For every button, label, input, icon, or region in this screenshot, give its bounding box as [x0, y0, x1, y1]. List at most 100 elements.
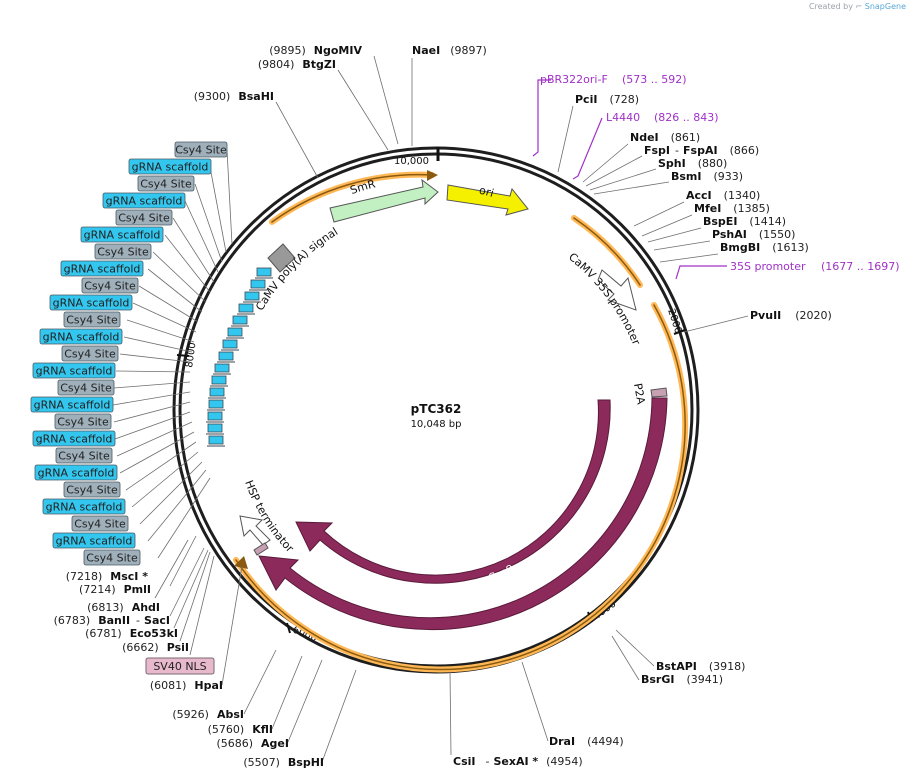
- tick-2000: [673, 329, 686, 335]
- grna-scaffold-box-19[interactable]: [34, 464, 118, 481]
- repeat-block-7: [218, 351, 234, 361]
- site-pvuii-name: PvuII: [750, 309, 781, 322]
- site-btgzi-name: BtgZI: [302, 58, 336, 71]
- site-drai-pos: (4494): [587, 735, 624, 748]
- csy4-site-box-10[interactable]: [63, 311, 121, 328]
- grna-scaffold-label-13: gRNA scaffold: [36, 365, 113, 378]
- connector-line-1: [373, 55, 399, 145]
- connector-line-2: [337, 69, 389, 151]
- site-fspi-name: FspI: [644, 144, 670, 157]
- csy4-site-label-6: Csy4 Site: [97, 246, 149, 259]
- grna-scaffold-box-13[interactable]: [32, 362, 116, 379]
- site-fspai-name: FspAI: [683, 144, 718, 157]
- orange-highlights: [233, 170, 689, 673]
- repeat-block-5: [227, 327, 243, 337]
- primers: pBR322ori-F (573 .. 592) L4440 (826 .. 8…: [532, 73, 900, 280]
- hsp-small-box: [253, 542, 269, 556]
- hsp-label: HSP terminator: [242, 478, 296, 555]
- site-btgzi: (9804)BtgZI: [258, 58, 336, 71]
- site-naei-pos: (9897): [450, 44, 487, 57]
- csy4-site-box-22[interactable]: [71, 515, 129, 532]
- grna-scaffold-box-1[interactable]: [128, 158, 212, 175]
- highlight-smr-region-core: [271, 173, 433, 223]
- csy4-site-box-20[interactable]: [63, 481, 121, 498]
- site-kfli-pos: (5760): [208, 723, 245, 736]
- site-ahdi: (6813)AhdI: [87, 601, 160, 614]
- feature-hsp[interactable]: HSP terminator: [239, 478, 297, 556]
- site-pshai: PshAI(1550): [712, 228, 795, 241]
- primer-l4440-name[interactable]: L4440: [606, 111, 640, 124]
- site-csii-name: CsiI: [453, 755, 475, 768]
- connector-line-18: [449, 671, 452, 756]
- primer-35s-name[interactable]: 35S promoter: [730, 260, 806, 273]
- connector-line-12: [653, 240, 711, 251]
- grna-scaffold-label-11: gRNA scaffold: [43, 331, 120, 344]
- site-sphi-name: SphI: [658, 157, 686, 170]
- feature-ori[interactable]: ori: [446, 184, 529, 216]
- grna-scaffold-box-15[interactable]: [30, 396, 114, 413]
- grna-scaffold-box-23[interactable]: [52, 532, 136, 549]
- repeat-block-1: [250, 279, 266, 289]
- csy4-site-box-6[interactable]: [94, 243, 152, 260]
- site-drai-name: DraI: [549, 735, 575, 748]
- connector-line-47: [114, 411, 191, 440]
- site-absi-name: AbsI: [217, 708, 244, 721]
- csy4-site-label-12: Csy4 Site: [64, 348, 116, 361]
- csy4-site-label-0: Csy4 Site: [175, 144, 227, 157]
- connector-line-25: [221, 565, 243, 686]
- grna-scaffold-box-11[interactable]: [39, 328, 123, 345]
- site-drai: DraI (4494): [549, 735, 624, 748]
- csy4-site-box-12[interactable]: [61, 345, 119, 362]
- site-mfei-pos: (1385): [733, 202, 770, 215]
- site-pmli-name: PmlI: [124, 583, 151, 596]
- site-agei-pos: (5686): [216, 737, 253, 750]
- csy4-site-box-8[interactable]: [81, 277, 139, 294]
- csy4-site-box-4[interactable]: [115, 209, 173, 226]
- highlight-cas9-region-core: [235, 304, 686, 671]
- site-bmgbi: BmgBI(1613): [720, 241, 809, 254]
- site-saci-name: SacI: [144, 614, 170, 627]
- connector-line-30: [226, 149, 233, 245]
- primer-pbr322ori-f-name[interactable]: pBR322ori-F: [540, 73, 608, 86]
- grna-scaffold-label-23: gRNA scaffold: [56, 535, 133, 548]
- csy4-site-label-8: Csy4 Site: [84, 280, 136, 293]
- camv-35s-arrow: [597, 269, 637, 311]
- grna-scaffold-box-21[interactable]: [42, 498, 126, 515]
- csy4-site-box-16[interactable]: [54, 413, 112, 430]
- csy4-site-box-14[interactable]: [57, 379, 115, 396]
- site-pmli-pos: (7214): [79, 583, 116, 596]
- csy4-site-label-18: Csy4 Site: [58, 450, 110, 463]
- csy4-site-box-2[interactable]: [137, 175, 195, 192]
- feature-camv-35s[interactable]: CaMV 35S promoter: [566, 250, 643, 347]
- repeat-block-8: [214, 363, 230, 373]
- connector-line-43: [115, 370, 191, 373]
- site-hpai-pos: (6081): [150, 679, 187, 692]
- hsp-arrow: [239, 515, 271, 546]
- grna-scaffold-box-17[interactable]: [32, 430, 116, 447]
- csy4-site-box-24[interactable]: [83, 549, 141, 566]
- csy4-site-box-0[interactable]: [174, 141, 228, 158]
- csy4-site-label-20: Csy4 Site: [66, 484, 118, 497]
- grna-scaffold-box-5[interactable]: [80, 226, 164, 243]
- site-bstapi-pos: (3918): [709, 660, 746, 673]
- connector-line-14: [683, 315, 749, 333]
- site-bsrgi-pos: (3941): [686, 673, 723, 686]
- feature-p2a[interactable]: P2A: [631, 382, 668, 406]
- csy4-site-box-18[interactable]: [55, 447, 113, 464]
- site-mfei: MfeI(1385): [694, 202, 770, 215]
- credit-text: Created by: [808, 2, 853, 11]
- site-acci-pos: (1340): [724, 189, 761, 202]
- site-csii-sep: -: [485, 755, 489, 768]
- csy4-site-label-2: Csy4 Site: [140, 178, 192, 191]
- connector-line-49: [119, 431, 195, 474]
- feature-sv40-nls[interactable]: SV40 NLS: [145, 657, 215, 675]
- sites-left: (9895)NgoMIV (9804)BtgZI (9300)BsaHI (72…: [54, 44, 363, 769]
- grna-scaffold-box-7[interactable]: [60, 260, 144, 277]
- site-agei: (5686)AgeI: [216, 737, 289, 750]
- grna-scaffold-box-9[interactable]: [49, 294, 133, 311]
- site-bsphi-name: BspHI: [288, 756, 324, 769]
- ori-label: ori: [478, 184, 495, 200]
- repeat-block-2: [244, 291, 260, 301]
- grna-scaffold-box-3[interactable]: [102, 192, 186, 209]
- connector-line-28: [287, 659, 323, 743]
